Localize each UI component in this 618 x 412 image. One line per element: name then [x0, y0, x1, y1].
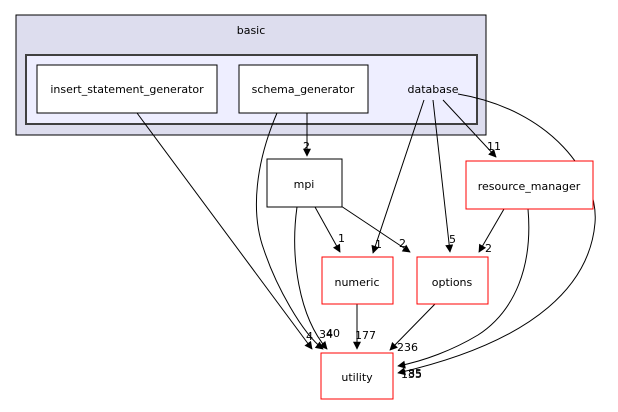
edge-count-database-resource_manager: 11: [487, 140, 501, 153]
node-insert_statement_generator[interactable]: insert_statement_generator: [36, 64, 218, 114]
edge-count-resource_manager-utility: 85: [408, 367, 422, 380]
edge-mpi-to-utility: [294, 206, 328, 350]
node-numeric[interactable]: numeric: [321, 256, 394, 305]
edge-count-database-numeric: 1: [375, 238, 382, 251]
node-mpi-label[interactable]: mpi: [294, 178, 315, 191]
edge-schema_generator-to-utility: [255, 112, 324, 350]
edge-count-group: 2 11 1 1 2 5 2 4 34 40 177 236 135 85: [303, 140, 501, 381]
edge-count-database-options: 5: [449, 233, 456, 246]
edge-count-mpi-utility: 40: [326, 327, 340, 340]
edge-count-resource_manager-options: 2: [485, 242, 492, 255]
node-schema_generator[interactable]: schema_generator: [238, 64, 369, 114]
edge-database-to-resource_manager: [442, 99, 497, 158]
node-options-label[interactable]: options: [432, 276, 473, 289]
current-dir-label: database: [408, 83, 459, 96]
node-numeric-label[interactable]: numeric: [334, 276, 379, 289]
edge-count-schema_generator-mpi: 2: [303, 140, 310, 153]
node-mpi[interactable]: mpi: [266, 158, 343, 208]
edge-mpi-to-options: [340, 205, 411, 253]
edge-insert_statement_generator-to-utility: [136, 112, 313, 350]
edge-group: [136, 93, 596, 376]
node-resource_manager-label[interactable]: resource_manager: [478, 180, 581, 193]
edge-resource_manager-to-options: [478, 208, 505, 253]
edge-database-to-numeric: [371, 99, 425, 254]
edge-options-to-utility: [389, 303, 436, 351]
edge-count-insert_statement_generator-utility: 4: [306, 330, 313, 343]
node-schema_generator-label[interactable]: schema_generator: [252, 83, 355, 96]
edge-mpi-to-numeric: [314, 206, 341, 253]
cluster-basic-label: basic: [237, 24, 266, 37]
node-utility[interactable]: utility: [320, 352, 394, 400]
node-resource_manager[interactable]: resource_manager: [465, 160, 594, 210]
edge-count-database-utility: 135: [401, 368, 422, 381]
edge-count-schema_generator-utility: 34: [319, 328, 333, 341]
edge-database-to-options: [432, 99, 454, 253]
edge-count-numeric-utility: 177: [355, 329, 376, 342]
node-insert_statement_generator-label[interactable]: insert_statement_generator: [50, 83, 204, 96]
node-utility-label[interactable]: utility: [341, 371, 373, 384]
node-options[interactable]: options: [416, 256, 489, 305]
edge-count-options-utility: 236: [397, 341, 418, 354]
edge-count-mpi-numeric: 1: [338, 232, 345, 245]
edge-count-mpi-options: 2: [399, 237, 406, 250]
edge-resource_manager-to-utility: [397, 208, 530, 369]
edge-database-to-utility: [397, 93, 596, 376]
